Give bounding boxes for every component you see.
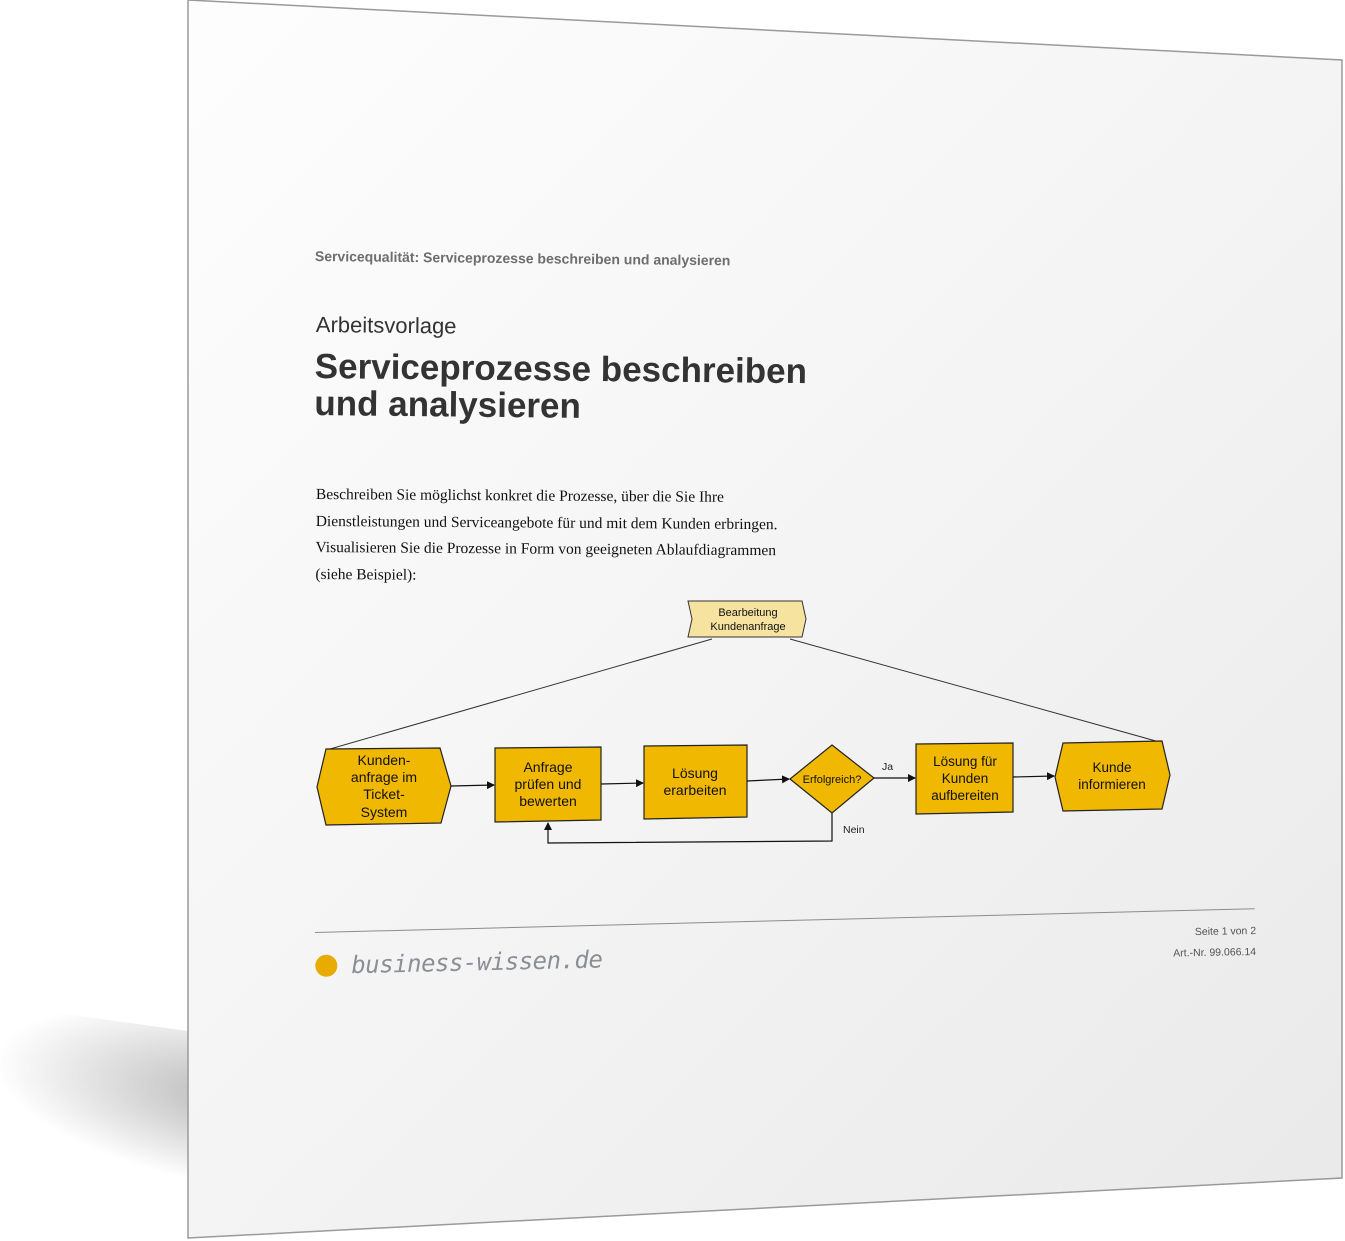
flow-arrow: [600, 779, 644, 788]
header-connector-right: [789, 638, 1164, 744]
node-decision-success: Erfolgreich?: [789, 744, 875, 814]
node-check-request: Anfrage prüfen und bewerten: [494, 746, 602, 823]
node-label: Lösung: [672, 765, 718, 781]
flow-arrow: [1012, 772, 1055, 781]
node-label: prüfen und: [515, 776, 582, 792]
node-label: Lösung für: [933, 754, 997, 769]
logo-dot-icon: [315, 954, 338, 977]
node-label: Ticket-: [363, 786, 405, 802]
flow-arrow: [450, 781, 495, 790]
node-label: bewerten: [519, 793, 577, 809]
node-label: System: [361, 804, 408, 820]
header-connector-left: [329, 638, 713, 750]
process-header-line: Kundenanfrage: [710, 621, 785, 633]
logo-text: business-wissen.de: [350, 945, 603, 980]
node-label: anfrage im: [351, 769, 417, 785]
label-no: Nein: [843, 824, 865, 836]
node-prepare-solution: Lösung für Kunden aufbereiten: [915, 742, 1014, 815]
flow-arrow-no: [544, 813, 833, 844]
brand-logo: business-wissen.de: [315, 945, 603, 988]
flow-arrow: [746, 775, 790, 784]
node-label: aufbereiten: [931, 788, 999, 803]
node-customer-request: Kunden- anfrage im Ticket- System: [316, 747, 452, 826]
process-header: Bearbeitung Kundenanfrage: [687, 600, 807, 638]
node-label: informieren: [1078, 777, 1146, 792]
node-label: Erfolgreich?: [803, 774, 862, 786]
node-label: Kunde: [1092, 760, 1131, 775]
article-number: Art.-Nr. 99.066.14: [1173, 946, 1257, 960]
label-yes: Ja: [882, 761, 893, 773]
process-header-line: Bearbeitung: [718, 607, 777, 619]
page-number: Seite 1 von 2: [1194, 925, 1257, 939]
node-label: Anfrage: [523, 759, 572, 775]
node-label: Kunden-: [358, 752, 411, 768]
node-label: erarbeiten: [663, 782, 726, 798]
node-develop-solution: Lösung erarbeiten: [643, 744, 748, 820]
node-inform-customer: Kunde informieren: [1054, 740, 1171, 812]
node-label: Kunden: [942, 771, 989, 786]
